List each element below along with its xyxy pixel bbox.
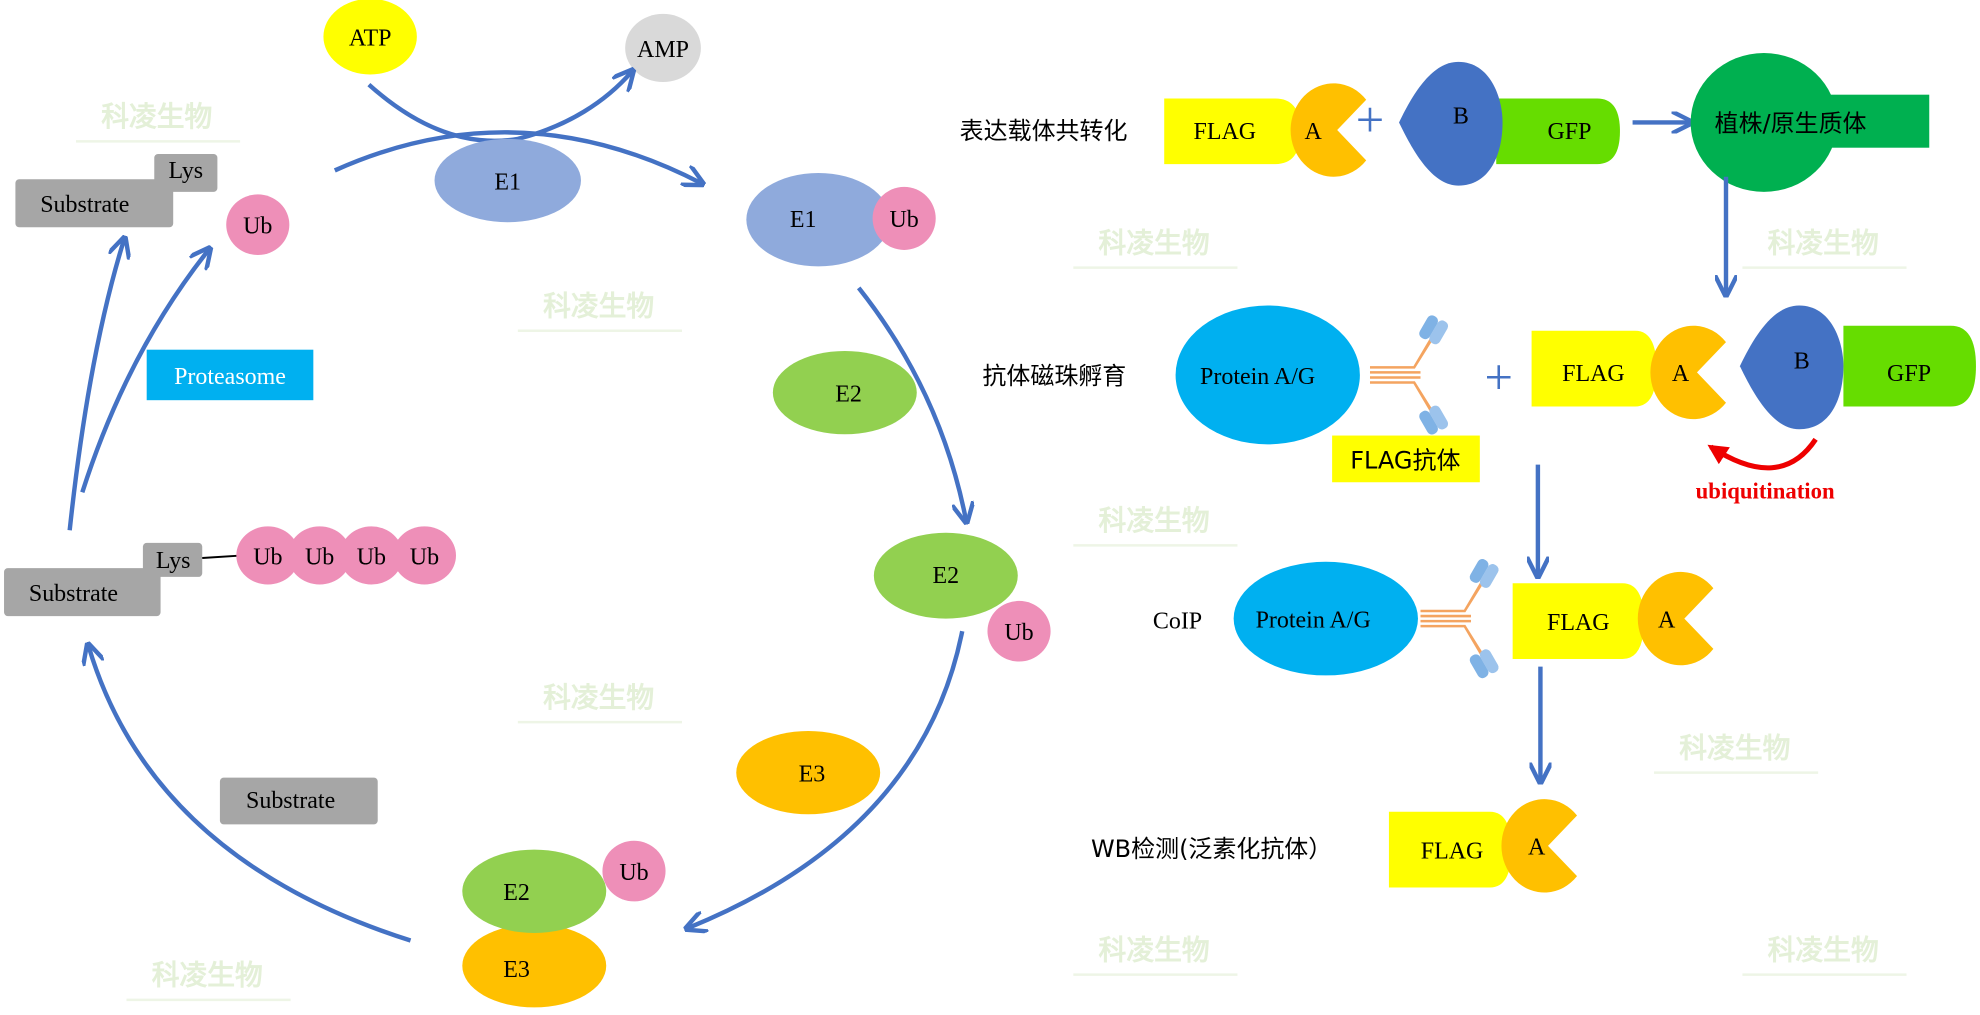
- a-label: A: [1658, 607, 1676, 633]
- step2-label: 抗体磁珠孵育: [982, 362, 1126, 390]
- b-label: B: [1794, 349, 1810, 375]
- step1-b-gfp: B GFP: [1399, 61, 1620, 186]
- e2-label: E2: [835, 381, 862, 407]
- e1-activation-arrow: [333, 130, 701, 183]
- watermark-text: 科凌生物: [1099, 933, 1210, 966]
- polyubiquitinated-substrate: Lys Substrate Ub Ub Ub Ub: [4, 526, 456, 617]
- e2-free: E2: [772, 350, 917, 435]
- step4-label: WB检测(泛素化抗体）: [1091, 835, 1332, 863]
- e1-label: E1: [790, 207, 817, 233]
- antibody-icon: [1420, 559, 1499, 679]
- ub-label: Ub: [357, 544, 386, 570]
- e3-to-substrate-arrow: [89, 646, 412, 943]
- ub-label: Ub: [1004, 620, 1033, 646]
- flag-antibody-icon: [1369, 315, 1449, 435]
- watermark-text: 科凌生物: [1099, 226, 1210, 259]
- ubiquitination-arrow: [1707, 437, 1818, 471]
- substrate-free: Substrate: [219, 777, 378, 825]
- ub-label: Ub: [619, 860, 648, 886]
- step1-label: 表达载体共转化: [960, 117, 1128, 145]
- atp-to-amp-arrow: [367, 72, 632, 144]
- step3-label: CoIP: [1153, 609, 1202, 635]
- flag-antibody-label: FLAG抗体: [1332, 435, 1480, 483]
- ub-label: Ub: [243, 214, 272, 240]
- b-label: B: [1453, 104, 1469, 130]
- lys-label: Lys: [169, 158, 204, 184]
- plus-sign: +: [1356, 91, 1384, 147]
- lys-label: Lys: [156, 548, 191, 574]
- step2-flag-a: FLAG A: [1531, 325, 1727, 420]
- amp-node: AMP: [625, 13, 701, 83]
- watermark-text: 科凌生物: [1679, 731, 1790, 764]
- e2-ub-complex: E2 Ub: [873, 532, 1051, 662]
- atp-node: ATP: [323, 0, 417, 75]
- degradation-arrow-substrate: [67, 240, 124, 531]
- watermark-text: 科凌生物: [543, 681, 654, 714]
- watermark-text: 科凌生物: [101, 100, 212, 133]
- ubiquitination-label: ubiquitination: [1696, 479, 1835, 504]
- degradation-arrow-ub: [80, 250, 208, 494]
- e3-label: E3: [799, 761, 826, 787]
- e1-label: E1: [494, 169, 521, 195]
- step2-protein-ag: Protein A/G: [1175, 305, 1360, 445]
- watermark-text: 科凌生物: [1099, 504, 1210, 537]
- amp-label: AMP: [637, 37, 689, 63]
- a-label: A: [1672, 361, 1690, 387]
- ub-label: Ub: [890, 207, 919, 233]
- step1-flag-a: FLAG A: [1164, 83, 1367, 177]
- flag-label: FLAG: [1194, 119, 1257, 145]
- watermark: 科凌生物科凌生物科凌生物科凌生物科凌生物科凌生物科凌生物科凌生物科凌生物科凌生物: [75, 100, 1907, 1002]
- plant-label: 植株/原生质体: [1715, 109, 1867, 137]
- step4-flag-a: FLAG A: [1388, 799, 1578, 893]
- step3-flag-a: FLAG A: [1512, 571, 1714, 666]
- gfp-label: GFP: [1547, 119, 1591, 145]
- protein-ag-label: Protein A/G: [1200, 364, 1315, 390]
- a-label: A: [1305, 119, 1323, 145]
- e3-label: E3: [503, 957, 530, 983]
- flag-label: FLAG: [1562, 361, 1625, 387]
- proteasome-label: Proteasome: [174, 364, 286, 390]
- ub-label: Ub: [253, 544, 282, 570]
- e1-to-e2-arrow: [856, 286, 966, 520]
- e2-label: E2: [503, 880, 530, 906]
- e1-node: E1: [434, 138, 581, 223]
- step3-protein-ag: Protein A/G: [1233, 561, 1418, 676]
- proteasome-box: Proteasome: [146, 349, 314, 401]
- e2-to-e3-arrow: [688, 630, 965, 928]
- substrate-label: Substrate: [246, 788, 335, 814]
- protein-ag-label: Protein A/G: [1256, 607, 1371, 633]
- substrate-label: Substrate: [29, 581, 118, 607]
- substrate-label: Substrate: [40, 192, 129, 218]
- substrate-lys-top: Lys Substrate: [15, 154, 218, 228]
- e2-e3-ub-complex: E2 E3 Ub: [462, 840, 666, 1008]
- gfp-label: GFP: [1887, 361, 1931, 387]
- e1-ub-complex: E1 Ub: [746, 172, 936, 267]
- free-ub: Ub: [226, 194, 290, 256]
- ub-label: Ub: [410, 544, 439, 570]
- a-label: A: [1528, 835, 1546, 861]
- step2-b-gfp: B GFP: [1739, 305, 1976, 430]
- plus-sign: +: [1485, 349, 1513, 405]
- atp-label: ATP: [349, 25, 392, 51]
- watermark-text: 科凌生物: [152, 959, 263, 992]
- watermark-text: 科凌生物: [543, 290, 654, 323]
- ub-label: Ub: [305, 544, 334, 570]
- svg-text:FLAG抗体: FLAG抗体: [1350, 446, 1460, 474]
- e2-label: E2: [932, 563, 959, 589]
- plant-protoplast: 植株/原生质体: [1690, 53, 1930, 192]
- watermark-text: 科凌生物: [1768, 933, 1879, 966]
- e3-free: E3: [736, 730, 881, 815]
- watermark-text: 科凌生物: [1768, 226, 1879, 259]
- flag-label: FLAG: [1421, 838, 1484, 864]
- flag-label: FLAG: [1547, 610, 1610, 636]
